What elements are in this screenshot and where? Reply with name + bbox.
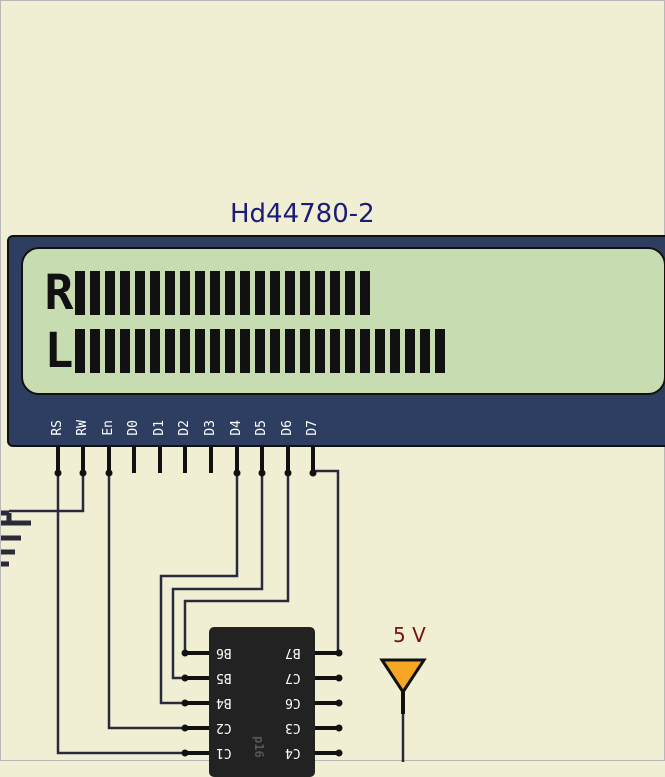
lcd-row-2-char: L: [44, 323, 74, 379]
lcd-block-cell: [360, 271, 370, 315]
lcd-block-cell: [300, 329, 310, 373]
lcd-block-cell: [375, 329, 385, 373]
lcd-pins: [56, 447, 315, 473]
wire-d4-b4[interactable]: [159, 471, 239, 705]
lcd-block-cell: [165, 271, 175, 315]
lcd-block-cell: [390, 329, 400, 373]
lcd-block-cell: [150, 271, 160, 315]
lcd-block-cell: [270, 271, 280, 315]
lcd-block-cell: [315, 329, 325, 373]
lcd-display[interactable]: R L: [7, 235, 665, 447]
lcd-block-cell: [255, 329, 265, 373]
ic-pin-label-c3: C3: [285, 720, 301, 735]
lcd-block-cell: [300, 271, 310, 315]
lcd-block-cell: [135, 329, 145, 373]
ic-pin-label-c4: C4: [285, 745, 301, 760]
lcd-block-cell: [255, 271, 265, 315]
pin-label-en: En: [101, 420, 116, 436]
ic-pin-label-b6: B6: [216, 645, 232, 660]
pin-label-rs: RS: [50, 420, 65, 436]
lcd-block-cell: [210, 329, 220, 373]
lcd-block-cell: [105, 271, 115, 315]
lcd-block-cell: [330, 271, 340, 315]
pin-label-d5: D5: [254, 420, 269, 436]
lcd-block-cell: [240, 271, 250, 315]
lcd-block-cell: [225, 271, 235, 315]
wire-d7-b7[interactable]: [313, 469, 340, 653]
ic-pin-label-c1: C1: [216, 745, 232, 760]
supply-label: 5 V: [393, 623, 426, 647]
ic-pin-label-c2: C2: [216, 720, 232, 735]
wire-d6-b6[interactable]: [183, 471, 290, 653]
wires-layer: [1, 447, 427, 762]
lcd-block-cell: [315, 271, 325, 315]
lcd-block-cell: [120, 329, 130, 373]
lcd-block-cell: [120, 271, 130, 315]
lcd-block-cell: [420, 329, 430, 373]
lcd-block-cell: [270, 329, 280, 373]
ic-pin-label-c6: C6: [285, 695, 301, 710]
lcd-block-cell: [435, 329, 445, 373]
ic-pin-label-b7: B7: [285, 645, 301, 660]
lcd-block-cell: [285, 329, 295, 373]
ic-pin-label-c7: C7: [285, 670, 301, 685]
pin-label-d7: D7: [305, 420, 320, 436]
pin-label-d1: D1: [152, 420, 167, 436]
lcd-row-2-blocks: [75, 329, 450, 373]
lcd-title: Hd44780-2: [230, 199, 375, 229]
lcd-row-1-blocks: [75, 271, 375, 315]
lcd-block-cell: [180, 271, 190, 315]
pin-label-d3: D3: [203, 420, 218, 436]
lcd-row-1: R: [43, 265, 375, 321]
pin-label-d6: D6: [280, 420, 295, 436]
pin-label-d4: D4: [229, 420, 244, 436]
lcd-block-cell: [345, 271, 355, 315]
wire-en-c2[interactable]: [107, 471, 185, 730]
lcd-block-cell: [180, 329, 190, 373]
pin-label-d0: D0: [126, 420, 141, 436]
pin-label-d2: D2: [177, 420, 192, 436]
lcd-row-1-char: R: [44, 265, 74, 321]
lcd-block-cell: [75, 329, 85, 373]
pin-label-rw: RW: [75, 420, 90, 436]
microcontroller-chip[interactable]: [209, 627, 315, 777]
lcd-block-cell: [165, 329, 175, 373]
lcd-screen: R L: [21, 247, 665, 395]
lcd-block-cell: [240, 329, 250, 373]
lcd-block-cell: [90, 329, 100, 373]
lcd-block-cell: [75, 271, 85, 315]
lcd-block-cell: [195, 329, 205, 373]
lcd-block-cell: [360, 329, 370, 373]
ic-pin-label-b4: B4: [216, 695, 232, 710]
lcd-block-cell: [195, 271, 205, 315]
wire-d5-b5[interactable]: [171, 471, 264, 680]
lcd-block-cell: [210, 271, 220, 315]
lcd-block-cell: [345, 329, 355, 373]
lcd-block-cell: [150, 329, 160, 373]
supply-icon[interactable]: [379, 658, 427, 714]
lcd-block-cell: [285, 271, 295, 315]
ic-part-label: p16: [252, 736, 266, 758]
wire-rw-ground[interactable]: [9, 471, 85, 513]
lcd-block-cell: [105, 329, 115, 373]
wire-rs-c1[interactable]: [56, 471, 185, 755]
ground-icon: [1, 510, 31, 567]
lcd-block-cell: [330, 329, 340, 373]
lcd-block-cell: [225, 329, 235, 373]
lcd-block-cell: [90, 271, 100, 315]
lcd-block-cell: [405, 329, 415, 373]
lcd-row-2: L: [43, 323, 450, 379]
ic-pin-label-b5: B5: [216, 670, 232, 685]
lcd-block-cell: [135, 271, 145, 315]
